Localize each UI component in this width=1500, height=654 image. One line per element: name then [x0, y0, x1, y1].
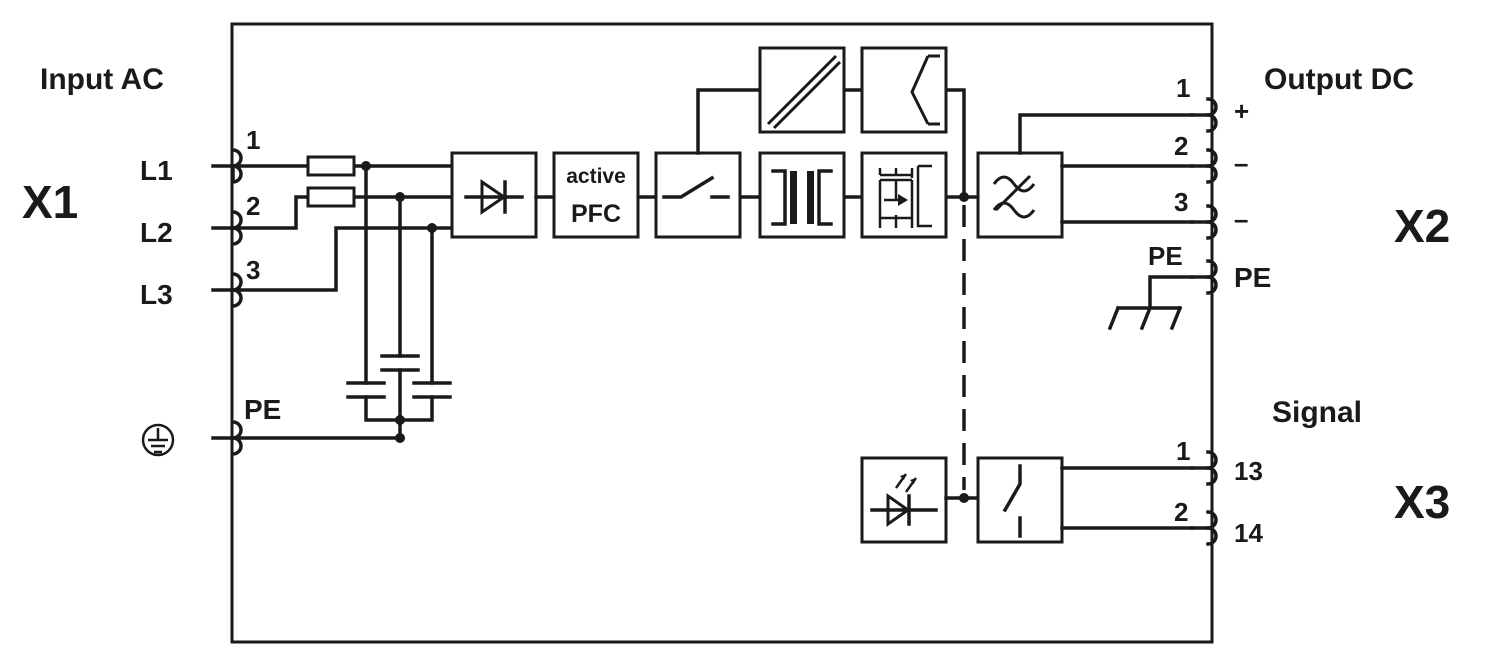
rectifier-block	[450, 151, 538, 239]
pfc-label-bottom: PFC	[571, 200, 621, 228]
control-wave-icon	[910, 54, 940, 126]
junction-dot	[395, 192, 405, 202]
x3-terminal-2-number: 2	[1174, 497, 1188, 527]
x1-section-title: Input AC	[40, 63, 164, 96]
relay-switch-icon	[1002, 464, 1022, 538]
x1-terminal-3-number: 3	[246, 255, 260, 285]
x1-terminal-2-name: L2	[140, 217, 173, 248]
x3-terminal-block	[1190, 450, 1218, 546]
housing-outline	[230, 22, 1214, 644]
l3-wire	[231, 226, 454, 292]
x2-connector-label: X2	[1394, 200, 1450, 252]
output-filter-block	[976, 151, 1064, 239]
x2-terminal-pe-name: PE	[1234, 262, 1271, 293]
converter-diagonal-icon	[766, 54, 842, 130]
protective-earth-icon	[141, 423, 175, 457]
x2-terminal-pe-number: PE	[1148, 241, 1183, 271]
x2-terminal-2-number: 2	[1174, 131, 1188, 161]
junction-dot	[361, 161, 371, 171]
x1-terminal-3-name: L3	[140, 279, 173, 310]
x3-terminal-1-name: 13	[1234, 456, 1263, 486]
x2-terminal-2-name: –	[1234, 148, 1248, 178]
x2-terminal-block	[1190, 97, 1218, 295]
pfc-label-top: active	[566, 165, 626, 188]
control-block	[860, 46, 948, 134]
x1-terminal-2-number: 2	[246, 191, 260, 221]
x1-terminal-1-number: 1	[246, 125, 260, 155]
x1-terminal-pe-number: PE	[244, 394, 281, 425]
x3-terminal-1-number: 1	[1176, 436, 1190, 466]
junction-dot	[395, 433, 405, 443]
led-icon	[870, 473, 938, 527]
x1-connector-label: X1	[22, 176, 78, 228]
x2-section-title: Output DC	[1264, 63, 1414, 96]
transformer-icon	[771, 169, 833, 226]
x3-terminal-2-name: 14	[1234, 518, 1263, 548]
output-plus-wire	[1018, 113, 1194, 155]
mosfet-icon	[878, 164, 932, 228]
filter-ac-icon	[992, 174, 1036, 219]
x3-connector-label: X3	[1394, 476, 1450, 528]
junction-dot	[395, 415, 405, 425]
x2-terminal-3-number: 3	[1174, 187, 1188, 217]
fuse-l1	[306, 155, 356, 177]
x2-terminal-1-number: 1	[1176, 73, 1190, 103]
mosfet-block	[860, 151, 948, 239]
junction-dot	[959, 493, 969, 503]
switch-icon	[662, 175, 730, 199]
optocoupler-block	[860, 456, 948, 544]
junction-dot	[427, 223, 437, 233]
x2-terminal-1-name: +	[1234, 96, 1249, 126]
x3-section-title: Signal	[1272, 396, 1362, 429]
x1-terminal-block	[211, 148, 243, 456]
rectifier-diode-icon	[464, 179, 524, 215]
junction-dot	[959, 192, 969, 202]
x2-terminal-3-name: –	[1234, 204, 1248, 234]
control-wire	[696, 88, 966, 199]
pfc-block	[552, 151, 640, 239]
x1-terminal-1-name: L1	[140, 155, 173, 186]
switch-block	[654, 151, 742, 239]
fuse-l2	[306, 186, 356, 208]
y-capacitors	[346, 164, 452, 440]
chassis-ground-icon	[1107, 275, 1194, 331]
